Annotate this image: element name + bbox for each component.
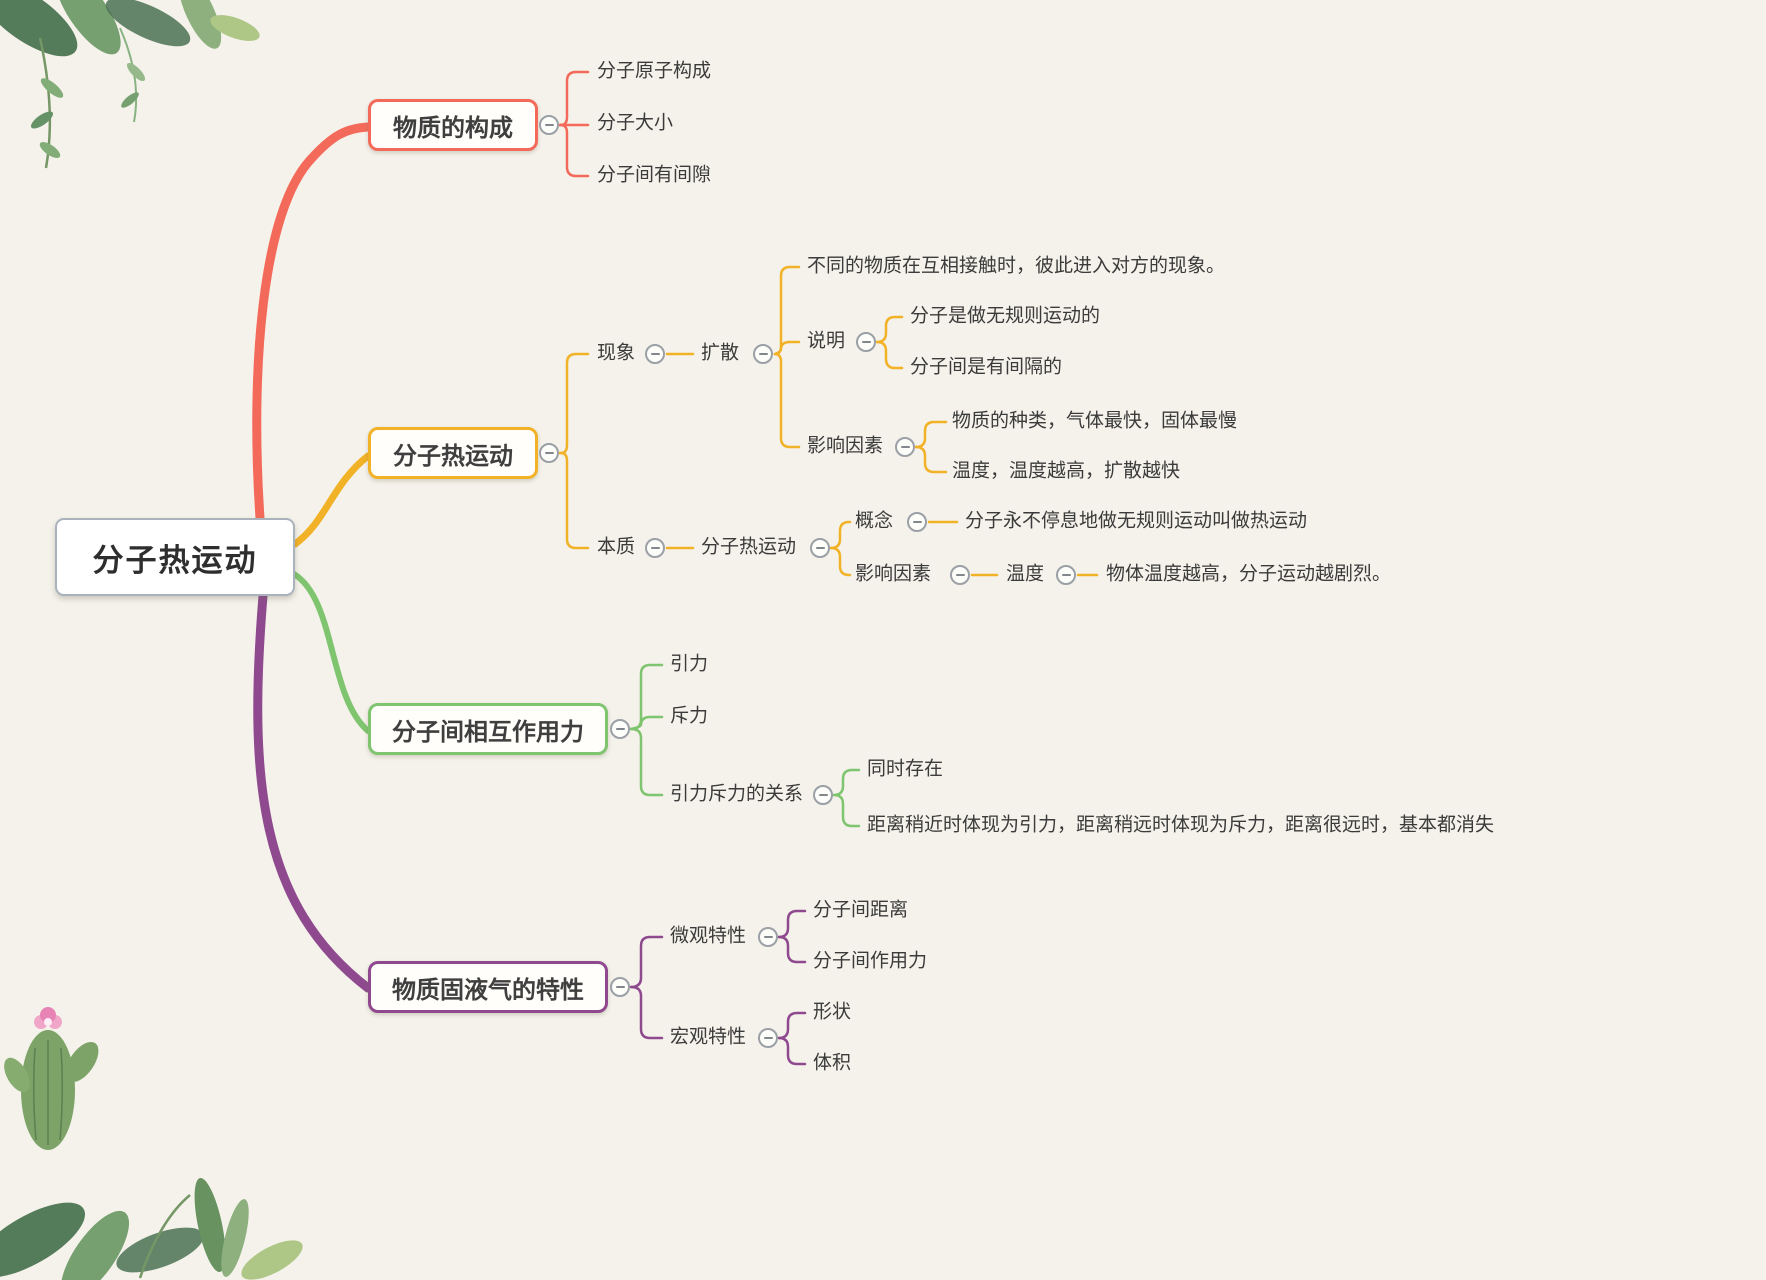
minus-dash [818, 794, 828, 796]
minus-dash [615, 728, 625, 730]
node-molecule-atom-composition[interactable]: 分子原子构成 [597, 60, 712, 82]
node-explanation[interactable]: 说明 [807, 330, 846, 352]
node-force-relation[interactable]: 引力斥力的关系 [670, 783, 804, 805]
leaf-cluster-icon [0, 0, 260, 169]
collapse-icon[interactable] [950, 565, 970, 585]
node-motion-factors[interactable]: 影响因素 [855, 563, 932, 585]
node-macro-traits[interactable]: 宏观特性 [670, 1026, 747, 1048]
node-essence[interactable]: 本质 [597, 536, 636, 558]
branch-node-thermal-motion[interactable]: 分子热运动 [368, 427, 538, 479]
node-diffusion-factors[interactable]: 影响因素 [807, 435, 884, 457]
node-coexist[interactable]: 同时存在 [867, 758, 944, 780]
collapse-icon[interactable] [610, 719, 630, 739]
branch-node-composition[interactable]: 物质的构成 [368, 99, 538, 151]
node-repulsion[interactable]: 斥力 [670, 705, 709, 727]
node-micro-traits[interactable]: 微观特性 [670, 925, 747, 947]
collapse-icon[interactable] [758, 1028, 778, 1048]
node-temperature-text[interactable]: 物体温度越高，分子运动越剧烈。 [1106, 563, 1392, 585]
node-diffusion-definition[interactable]: 不同的物质在互相接触时，彼此进入对方的现象。 [807, 255, 1226, 277]
branch-node-states-of-matter[interactable]: 物质固液气的特性 [368, 961, 608, 1013]
node-phenomenon[interactable]: 现象 [597, 342, 636, 364]
yellow-branch-connectors [291, 265, 1099, 577]
cactus-flower-icon [34, 1007, 62, 1029]
purple-branch-connectors [253, 591, 807, 1066]
minus-dash [544, 124, 554, 126]
node-molecular-gaps[interactable]: 分子间是有间隔的 [910, 356, 1063, 378]
root-node[interactable]: 分子热运动 [55, 518, 295, 596]
collapse-icon[interactable] [1056, 565, 1076, 585]
collapse-icon[interactable] [758, 927, 778, 947]
minus-dash [763, 936, 773, 938]
minus-dash [650, 353, 660, 355]
collapse-icon[interactable] [810, 538, 830, 558]
cactus-icon [4, 1007, 99, 1150]
collapse-icon[interactable] [813, 785, 833, 805]
node-random-motion[interactable]: 分子是做无规则运动的 [910, 305, 1101, 327]
node-shape[interactable]: 形状 [813, 1001, 852, 1023]
node-concept[interactable]: 概念 [855, 510, 894, 532]
collapse-icon[interactable] [539, 443, 559, 463]
node-factor-temperature[interactable]: 温度，温度越高，扩散越快 [952, 460, 1181, 482]
node-volume[interactable]: 体积 [813, 1052, 852, 1074]
collapse-icon[interactable] [610, 977, 630, 997]
leaf-cluster-icon [0, 1177, 303, 1280]
collapse-icon[interactable] [539, 115, 559, 135]
collapse-icon[interactable] [856, 332, 876, 352]
collapse-icon[interactable] [895, 437, 915, 457]
node-concept-text[interactable]: 分子永不停息地做无规则运动叫做热运动 [965, 510, 1308, 532]
minus-dash [912, 521, 922, 523]
minus-dash [815, 547, 825, 549]
collapse-icon[interactable] [645, 538, 665, 558]
minus-dash [955, 574, 965, 576]
node-thermal-motion-sub[interactable]: 分子热运动 [701, 536, 797, 558]
node-molecular-force[interactable]: 分子间作用力 [813, 950, 928, 972]
minus-dash [861, 341, 871, 343]
node-attraction[interactable]: 引力 [670, 653, 709, 675]
collapse-icon[interactable] [645, 344, 665, 364]
green-branch-connectors [291, 571, 861, 828]
minus-dash [758, 353, 768, 355]
node-temperature[interactable]: 温度 [1006, 563, 1045, 585]
plant-decoration-bottom-left-image [0, 1007, 303, 1280]
minus-dash [763, 1037, 773, 1039]
minus-dash [900, 446, 910, 448]
node-factor-substance-type[interactable]: 物质的种类，气体最快，固体最慢 [952, 410, 1238, 432]
collapse-icon[interactable] [907, 512, 927, 532]
minus-dash [650, 547, 660, 549]
node-molecule-gaps[interactable]: 分子间有间隙 [597, 164, 712, 186]
plant-decoration-top-left-image [0, 0, 260, 169]
node-diffusion[interactable]: 扩散 [701, 342, 740, 364]
minus-dash [544, 452, 554, 454]
minus-dash [1061, 574, 1071, 576]
node-molecular-distance[interactable]: 分子间距离 [813, 899, 909, 921]
node-molecule-size[interactable]: 分子大小 [597, 112, 674, 134]
node-distance-behavior[interactable]: 距离稍近时体现为引力，距离稍远时体现为斥力，距离很远时，基本都消失 [867, 814, 1495, 836]
red-branch-connectors [252, 70, 590, 523]
minus-dash [615, 986, 625, 988]
collapse-icon[interactable] [753, 344, 773, 364]
branch-node-intermolecular-forces[interactable]: 分子间相互作用力 [368, 703, 608, 755]
